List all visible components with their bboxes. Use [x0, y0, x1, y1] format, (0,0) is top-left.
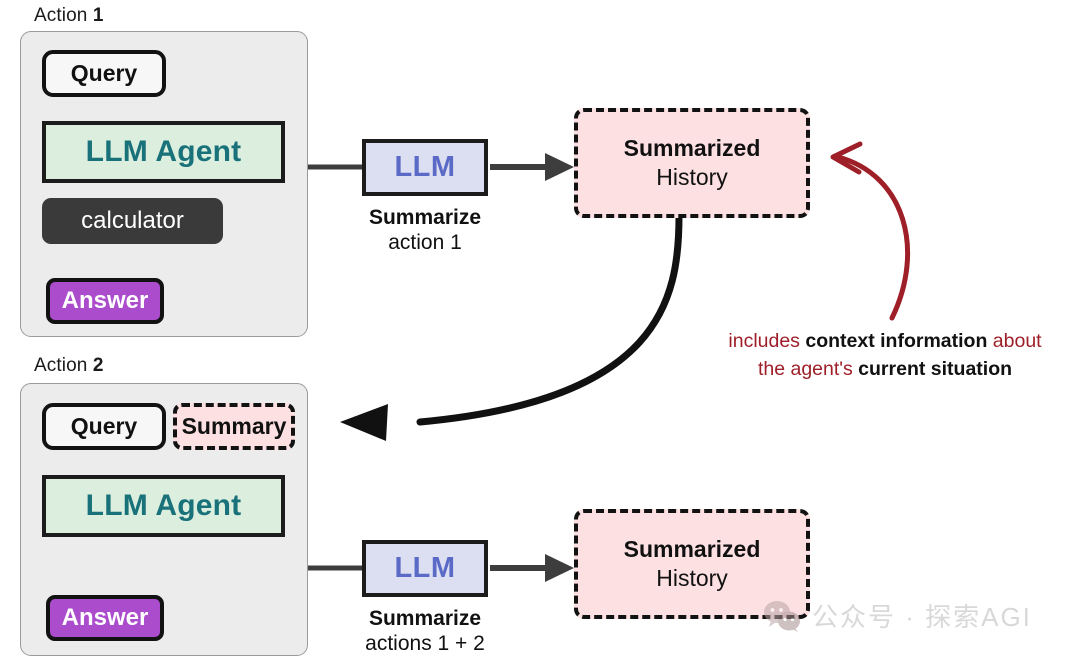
action-2-label-number: 2	[92, 355, 104, 376]
action-2-summarized-history-box[interactable]: Summarized History	[574, 509, 810, 619]
action-1-history-line1: Summarized	[623, 135, 761, 162]
action-2-label: Action 2	[34, 355, 103, 377]
annotation-line1-part1: includes	[728, 330, 806, 352]
action-2-query-label: Query	[70, 413, 138, 439]
annotation-line2-part1: the agent's	[757, 358, 859, 381]
action-1-calculator-label: calculator	[81, 207, 184, 234]
action-1-query-label: Query	[70, 60, 138, 86]
action-1-query-box[interactable]: Query	[42, 50, 166, 97]
annotation-line1-part3: about	[987, 330, 1042, 352]
arrow-llm-to-history-1	[490, 153, 574, 181]
action-2-llm-label: LLM	[394, 552, 456, 584]
watermark-text: 公众号 · 探索AGI	[812, 602, 1032, 632]
annotation-arrow-red	[830, 141, 911, 321]
action-1-answer-label: Answer	[61, 287, 149, 314]
action-2-summary-box[interactable]: Summary	[173, 403, 295, 450]
arrow-llm-to-history-2	[490, 554, 574, 582]
wechat-icon	[763, 600, 803, 632]
action-1-history-line2: History	[656, 164, 728, 190]
action-2-agent-box[interactable]: LLM Agent	[42, 475, 285, 537]
action-2-answer-label: Answer	[61, 604, 149, 631]
action-1-calculator-box[interactable]: calculator	[42, 198, 223, 244]
action-2-history-line2: History	[656, 565, 728, 591]
action-2-llm-caption: Summarize actions 1 + 2	[337, 606, 513, 656]
action-2-caption-line2: actions 1 + 2	[365, 632, 485, 656]
action-1-label-number: 1	[92, 5, 104, 26]
action-2-llm-box[interactable]: LLM	[362, 540, 488, 597]
action-2-label-prefix: Action	[34, 355, 88, 376]
action-2-query-box[interactable]: Query	[42, 403, 166, 450]
action-2-answer-box[interactable]: Answer	[46, 595, 164, 641]
annotation-line1-bold: context information	[805, 330, 988, 352]
wechat-watermark: 公众号 · 探索AGI	[763, 597, 1032, 634]
action-1-agent-label: LLM Agent	[85, 135, 242, 168]
action-2-summary-label: Summary	[181, 413, 287, 439]
action-1-caption-line2: action 1	[388, 231, 462, 255]
action-1-answer-box[interactable]: Answer	[46, 278, 164, 324]
action-2-history-line1: Summarized	[623, 536, 761, 563]
annotation-line-1: includes context information about	[700, 327, 1070, 355]
annotation-line2-bold: current situation	[858, 358, 1013, 381]
action-1-label: Action 1	[34, 5, 103, 27]
action-1-llm-box[interactable]: LLM	[362, 139, 488, 196]
action-1-llm-caption: Summarize action 1	[337, 205, 513, 255]
annotation-line-2: the agent's current situation	[700, 355, 1070, 383]
action-1-llm-label: LLM	[394, 151, 456, 183]
action-2-caption-line1: Summarize	[368, 607, 482, 630]
action-2-agent-label: LLM Agent	[85, 489, 242, 522]
action-1-summarized-history-box[interactable]: Summarized History	[574, 108, 810, 218]
action-1-caption-line1: Summarize	[368, 206, 482, 229]
action-1-label-prefix: Action	[34, 5, 88, 26]
annotation-text: includes context information about the a…	[700, 327, 1070, 384]
action-1-agent-box[interactable]: LLM Agent	[42, 121, 285, 183]
wechat-icon-svg	[764, 600, 800, 632]
